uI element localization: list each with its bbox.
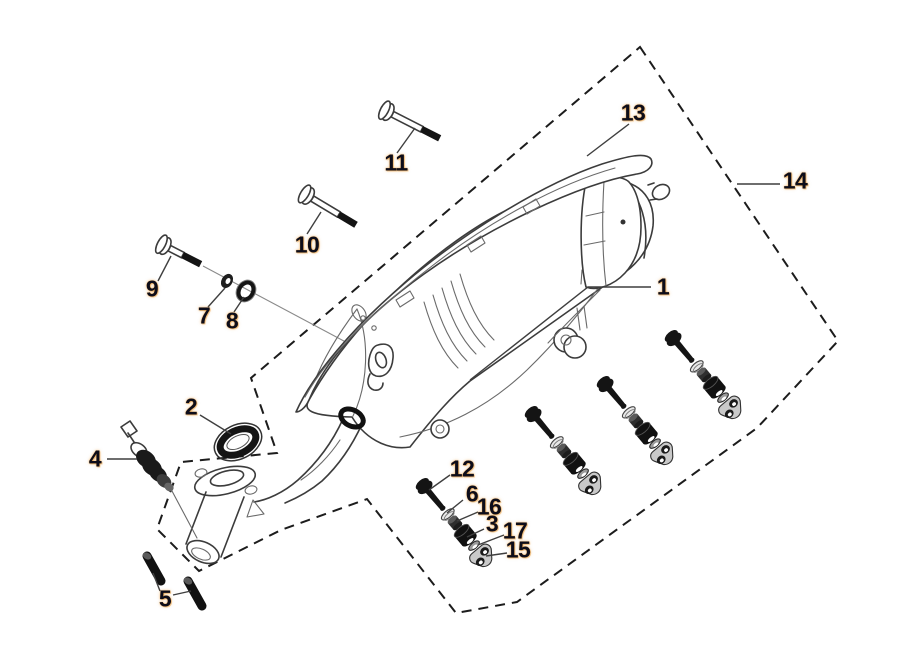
leader-line-16 <box>456 511 479 522</box>
heat-shield-side-panel <box>580 176 642 290</box>
leader-line-9 <box>157 255 172 282</box>
leader-line-6 <box>446 499 464 514</box>
leader-line-7 <box>207 287 226 308</box>
leader-line-13 <box>586 123 630 157</box>
leader-line-12 <box>428 474 451 491</box>
flat-washer-8 <box>235 279 257 303</box>
leader-line-5 <box>172 590 192 596</box>
flange-bolt-11 <box>377 100 442 142</box>
leader-line-2 <box>199 414 232 435</box>
flat-washer-7 <box>220 273 234 289</box>
leader-line-10 <box>306 211 322 235</box>
exhaust-gasket <box>213 422 263 462</box>
leader-line-15 <box>485 552 508 557</box>
assembly-boundary <box>155 45 840 615</box>
pipe-joint-clamp <box>338 406 366 430</box>
leader-line-5 <box>152 572 161 592</box>
leader-line-17 <box>477 534 505 546</box>
pipe-flange <box>185 465 265 565</box>
muffler-heat-shield <box>295 154 653 413</box>
leader-line-11 <box>396 127 416 154</box>
mounting-studs <box>142 551 207 611</box>
flange-bolt-10 <box>297 184 358 228</box>
flange-bolt-9 <box>154 234 203 268</box>
leader-line-3 <box>466 528 485 538</box>
leader-line-1 <box>469 286 651 381</box>
oxygen-sensor <box>120 420 198 539</box>
exhaust-pipe <box>253 406 366 504</box>
leader-line-8 <box>233 296 245 313</box>
